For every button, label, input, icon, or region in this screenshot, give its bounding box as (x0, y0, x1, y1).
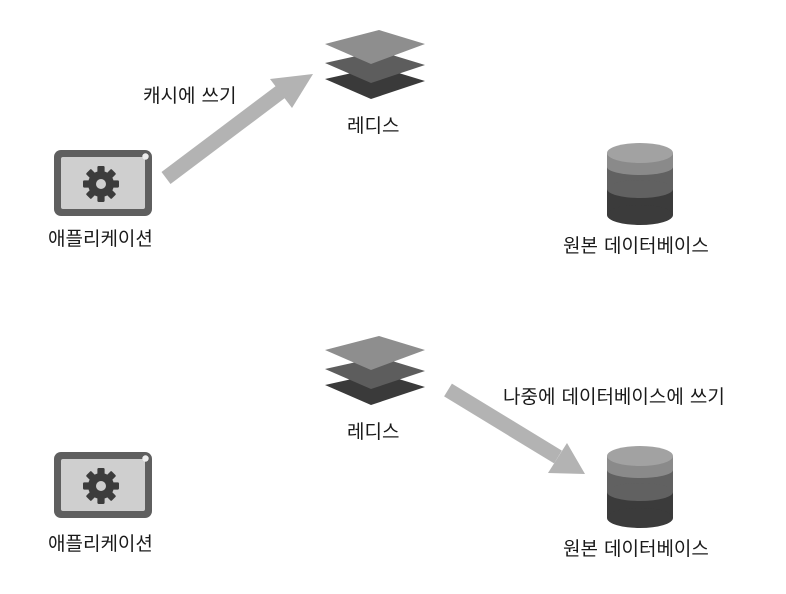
application-device-icon (54, 150, 152, 216)
write-later-to-database-arrow (444, 383, 585, 474)
application-device-icon (54, 452, 152, 518)
application-label: 애플리케이션 (48, 533, 153, 555)
database-cylinder-icon (607, 446, 673, 528)
redis-label: 레디스 (347, 421, 400, 443)
write-to-cache-arrow (161, 74, 313, 184)
original-database-label: 원본 데이터베이스 (563, 235, 709, 257)
write-later-to-database-label: 나중에 데이터베이스에 쓰기 (503, 386, 725, 408)
database-cylinder-icon (607, 143, 673, 225)
redis-label: 레디스 (347, 115, 400, 137)
application-label: 애플리케이션 (48, 228, 153, 250)
redis-layers-icon (325, 30, 425, 99)
original-database-label: 원본 데이터베이스 (563, 538, 709, 560)
write-to-cache-label: 캐시에 쓰기 (143, 85, 237, 107)
redis-layers-icon (325, 336, 425, 405)
